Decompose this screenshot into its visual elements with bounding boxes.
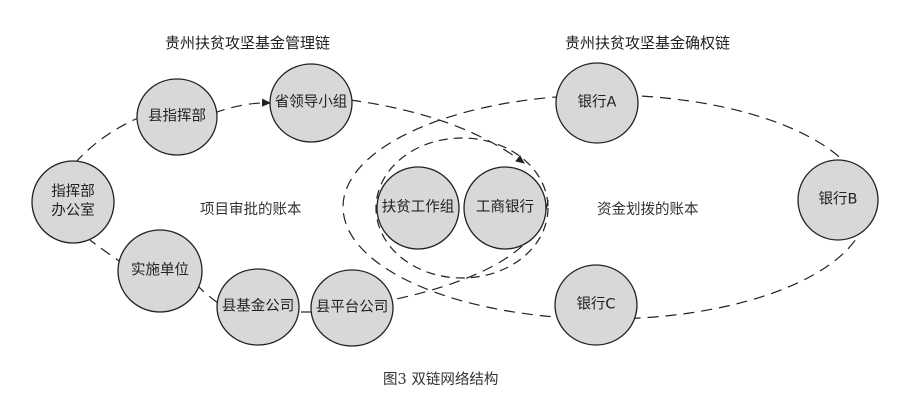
node-county-platform-co xyxy=(310,269,394,347)
figure-caption: 图3 双链网络结构 xyxy=(383,372,499,388)
rights-region-label: 资金划拨的账本 xyxy=(597,202,699,218)
node-label-bank-c: 银行C xyxy=(576,296,616,313)
node-label-implementer: 实施单位 xyxy=(131,262,189,279)
node-label-county-platform-co: 县平台公司 xyxy=(315,299,389,316)
node-hq-office xyxy=(31,160,115,244)
node-implementer xyxy=(117,229,203,313)
link-office-to-county-hq xyxy=(74,117,139,164)
node-county-fund-co xyxy=(216,268,300,346)
link-county-hq-to-provincial-group xyxy=(213,98,271,114)
overlap-loop xyxy=(375,137,549,279)
node-bank-c xyxy=(554,264,638,346)
node-label-hq-office: 指挥部 办公室 xyxy=(51,183,95,221)
management-chain-title: 贵州扶贫攻坚基金管理链 xyxy=(165,34,331,52)
node-label-county-hq: 县指挥部 xyxy=(148,108,206,125)
node-poverty-task-group xyxy=(376,166,460,250)
link-icbc-to-platform xyxy=(391,199,549,301)
management-chain-loop xyxy=(74,98,549,313)
node-label-county-fund-co: 县基金公司 xyxy=(221,298,295,315)
link-fund-to-implementer xyxy=(194,281,219,304)
node-bank-a xyxy=(555,62,639,144)
link-provincial-group-to-icbc xyxy=(349,99,525,164)
node-label-hq-office-line1: 指挥部 xyxy=(51,184,95,200)
management-region-label: 项目审批的账本 xyxy=(200,202,302,218)
node-icbc xyxy=(463,166,547,250)
node-label-bank-b: 银行B xyxy=(818,191,858,208)
node-label-bank-a: 银行A xyxy=(577,94,617,111)
node-county-hq xyxy=(136,78,218,156)
node-provincial-group xyxy=(269,63,353,143)
rights-chain-title: 贵州扶贫攻坚基金确权链 xyxy=(565,34,731,52)
node-label-poverty-task-group: 扶贫工作组 xyxy=(381,199,455,216)
node-bank-b xyxy=(797,159,879,241)
node-label-hq-office-line2: 办公室 xyxy=(51,203,95,219)
node-label-icbc: 工商银行 xyxy=(476,199,534,216)
node-label-provincial-group: 省领导小组 xyxy=(274,94,348,111)
